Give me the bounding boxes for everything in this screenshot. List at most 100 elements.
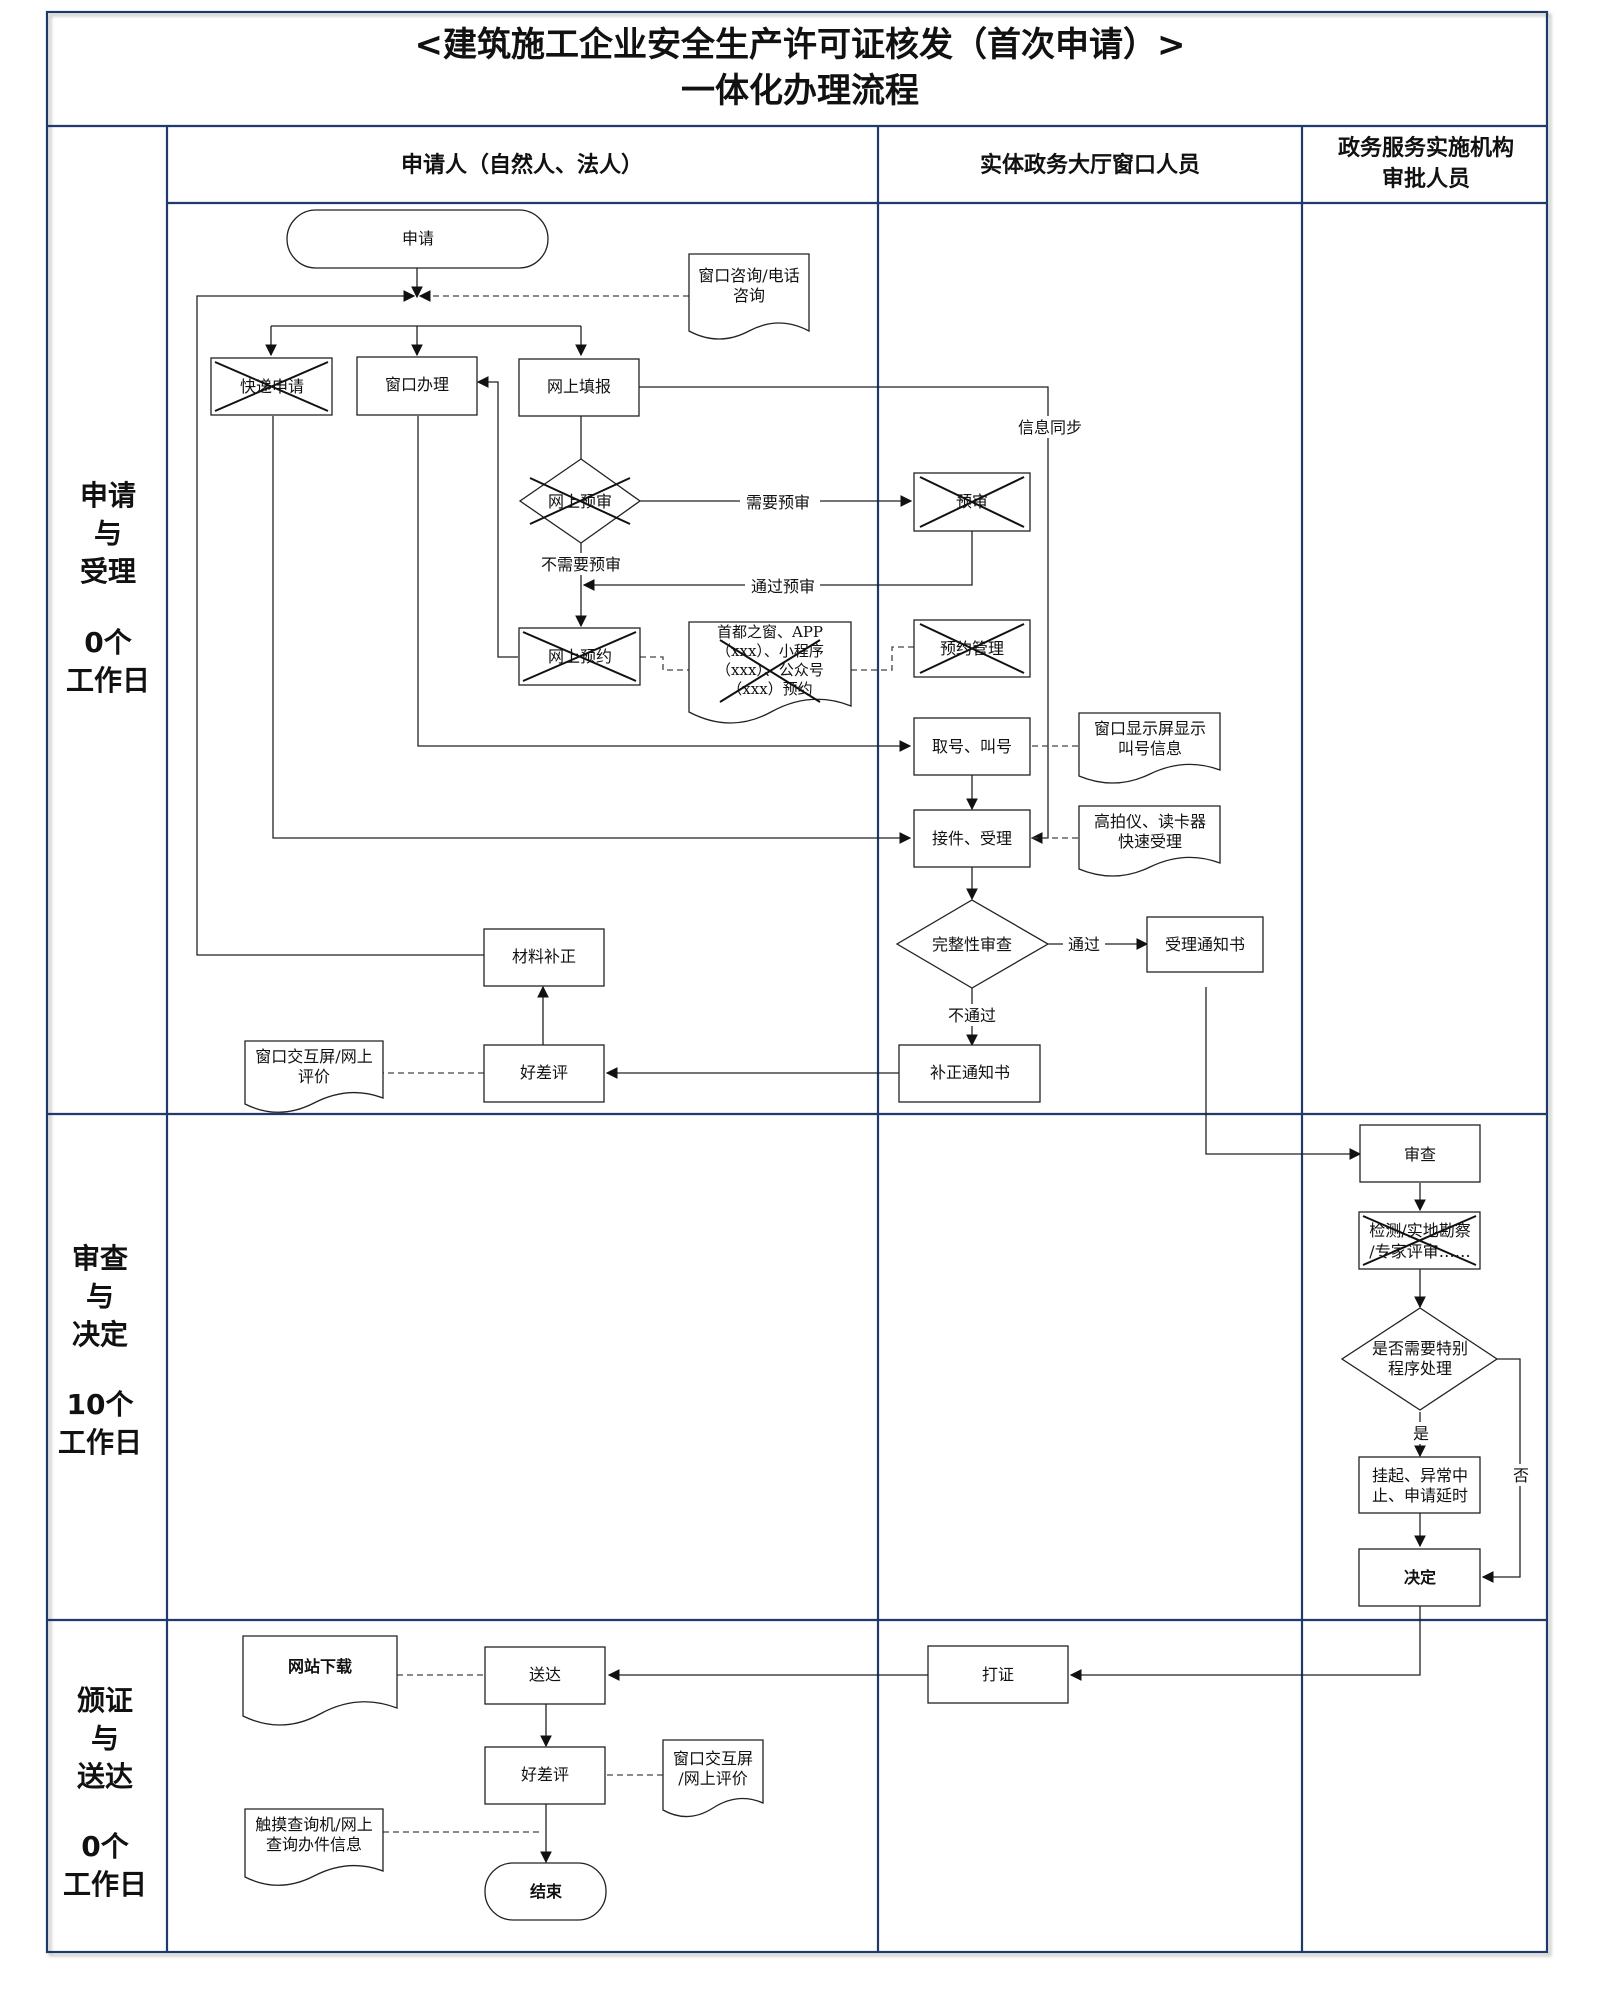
svg-text:决定: 决定 (72, 1318, 128, 1351)
touch-query-document: 触摸查询机/网上 查询办件信息 (244, 1808, 384, 1886)
online-booking-box: 网上预约 (518, 627, 641, 686)
svg-text:网站下载: 网站下载 (288, 1657, 352, 1676)
online-fill-box: 网上填报 (518, 358, 640, 417)
lane-header-applicant: 申请人（自然人、法人） (401, 152, 643, 178)
svg-text:审查: 审查 (72, 1242, 128, 1275)
online-precheck-diamond: 网上预审 (518, 458, 642, 544)
svg-text:打证: 打证 (982, 1665, 1014, 1684)
svg-text:送达: 送达 (77, 1760, 133, 1793)
svg-text:受理: 受理 (80, 555, 136, 588)
window-handle-box: 窗口办理 (356, 356, 478, 416)
svg-text:窗口交互屏/网上: 窗口交互屏/网上 (255, 1047, 372, 1066)
acceptance-notice-box: 受理通知书 (1146, 916, 1264, 973)
edge-label-fail: 不通过 (948, 1006, 996, 1025)
svg-text:窗口咨询/电话: 窗口咨询/电话 (698, 266, 799, 285)
svg-text:挂起、异常中: 挂起、异常中 (1372, 1466, 1468, 1485)
edge-label-no-precheck: 不需要预审 (541, 555, 621, 574)
scanner-document: 高拍仪、读卡器 快速受理 (1078, 805, 1221, 877)
consult-document: 窗口咨询/电话 咨询 (688, 253, 810, 340)
svg-text:快速受理: 快速受理 (1118, 832, 1182, 851)
svg-text:高拍仪、读卡器: 高拍仪、读卡器 (1094, 812, 1206, 831)
svg-text:窗口显示屏显示: 窗口显示屏显示 (1094, 719, 1206, 738)
svg-text:完整性审查: 完整性审查 (932, 935, 1012, 954)
decision-box: 决定 (1358, 1548, 1481, 1607)
lane-header-window-staff: 实体政务大厅窗口人员 (980, 152, 1200, 178)
edge-label-need-precheck: 需要预审 (746, 493, 810, 512)
svg-text:咨询: 咨询 (733, 286, 765, 305)
svg-text:工作日: 工作日 (63, 1868, 147, 1901)
edge-label-no: 否 (1513, 1466, 1529, 1485)
svg-text:评价: 评价 (298, 1067, 330, 1086)
edge-label-info-sync: 信息同步 (1018, 418, 1082, 437)
svg-text:好差评: 好差评 (521, 1765, 569, 1784)
receive-box: 接件、受理 (913, 809, 1031, 868)
swimlane-grid (45, 10, 1549, 1954)
suspend-box: 挂起、异常中 止、申请延时 (1358, 1456, 1481, 1514)
deliver-box: 送达 (484, 1646, 606, 1705)
phase-label-review-decide: 审查 与 决定 10个 工作日 (58, 1242, 142, 1459)
svg-text:查询办件信息: 查询办件信息 (266, 1835, 362, 1854)
svg-text:材料补正: 材料补正 (512, 947, 576, 966)
completeness-diamond: 完整性审查 (895, 899, 1050, 989)
svg-text:颁证: 颁证 (77, 1684, 133, 1717)
svg-text:窗口交互屏: 窗口交互屏 (673, 1749, 753, 1768)
svg-text:决定: 决定 (1404, 1568, 1436, 1587)
precheck-box: 预审 (913, 472, 1031, 532)
edge-labels: 信息同步 需要预审 不需要预审 通过预审 通过 不通过 是 否 (536, 416, 1532, 1486)
svg-text:程序处理: 程序处理 (1388, 1359, 1452, 1378)
correction-notice-box: 补正通知书 (898, 1044, 1041, 1103)
svg-text:10个: 10个 (67, 1388, 135, 1421)
edge-label-pass-precheck: 通过预审 (751, 577, 815, 596)
svg-text:/专家评审……: /专家评审…… (1369, 1242, 1470, 1261)
svg-text:取号、叫号: 取号、叫号 (932, 737, 1012, 756)
svg-text:/网上评价: /网上评价 (678, 1769, 747, 1788)
svg-text:送达: 送达 (529, 1665, 561, 1684)
svg-text:0个: 0个 (84, 626, 132, 659)
special-procedure-diamond: 是否需要特别 程序处理 (1340, 1307, 1499, 1411)
svg-text:是否需要特别: 是否需要特别 (1372, 1339, 1468, 1358)
edge-label-pass: 通过 (1068, 935, 1100, 954)
lane-header-approver-line2: 审批人员 (1382, 166, 1470, 192)
start-terminal: 申请 (286, 209, 549, 269)
screen-display-document: 窗口显示屏显示 叫号信息 (1078, 712, 1221, 784)
svg-text:检测/实地勘察: 检测/实地勘察 (1369, 1221, 1470, 1240)
svg-text:补正通知书: 补正通知书 (930, 1063, 1010, 1082)
svg-text:触摸查询机/网上: 触摸查询机/网上 (255, 1815, 372, 1834)
flow-connectors (196, 268, 1521, 1864)
svg-text:申请: 申请 (402, 229, 434, 248)
svg-text:（xxx）、小程序: （xxx）、小程序 (716, 642, 824, 660)
svg-text:受理通知书: 受理通知书 (1165, 935, 1245, 954)
edge-label-yes: 是 (1413, 1424, 1429, 1443)
booking-channels-document: 首都之窗、APP （xxx）、小程序 （xxx）、公众号 （xxx）预约 (688, 621, 852, 724)
svg-text:好差评: 好差评 (520, 1063, 568, 1082)
supplement-box: 材料补正 (483, 928, 605, 987)
inspection-box: 检测/实地勘察 /专家评审…… (1358, 1211, 1481, 1270)
svg-text:与: 与 (91, 1722, 119, 1755)
svg-text:首都之窗、APP: 首都之窗、APP (717, 623, 823, 641)
end-terminal: 结束 (484, 1862, 607, 1921)
rating-channel-document-2: 窗口交互屏 /网上评价 (662, 1739, 764, 1818)
booking-manage-box: 预约管理 (913, 619, 1031, 678)
svg-text:结束: 结束 (529, 1882, 563, 1901)
phase-label-apply-accept: 申请 与 受理 0个 工作日 (66, 479, 150, 697)
rating-box-2: 好差评 (484, 1746, 606, 1805)
print-certificate-box: 打证 (927, 1645, 1069, 1704)
website-download-document: 网站下载 (242, 1635, 398, 1726)
svg-text:止、申请延时: 止、申请延时 (1372, 1486, 1468, 1505)
take-number-box: 取号、叫号 (913, 717, 1031, 776)
svg-text:窗口办理: 窗口办理 (385, 375, 449, 394)
svg-text:网上填报: 网上填报 (547, 377, 611, 396)
svg-text:0个: 0个 (81, 1830, 129, 1863)
page-title: <建筑施工企业安全生产许可证核发（首次申请）> (415, 25, 1186, 65)
svg-text:叫号信息: 叫号信息 (1118, 739, 1182, 758)
svg-text:工作日: 工作日 (66, 664, 150, 697)
svg-text:与: 与 (94, 517, 122, 550)
review-box: 审查 (1359, 1124, 1481, 1183)
phase-label-issue-deliver: 颁证 与 送达 0个 工作日 (63, 1684, 147, 1901)
svg-text:审查: 审查 (1404, 1145, 1436, 1164)
svg-text:与: 与 (86, 1280, 114, 1313)
express-apply-box: 快递申请 (210, 357, 333, 416)
svg-text:申请: 申请 (80, 479, 136, 512)
rating-box: 好差评 (483, 1044, 605, 1103)
